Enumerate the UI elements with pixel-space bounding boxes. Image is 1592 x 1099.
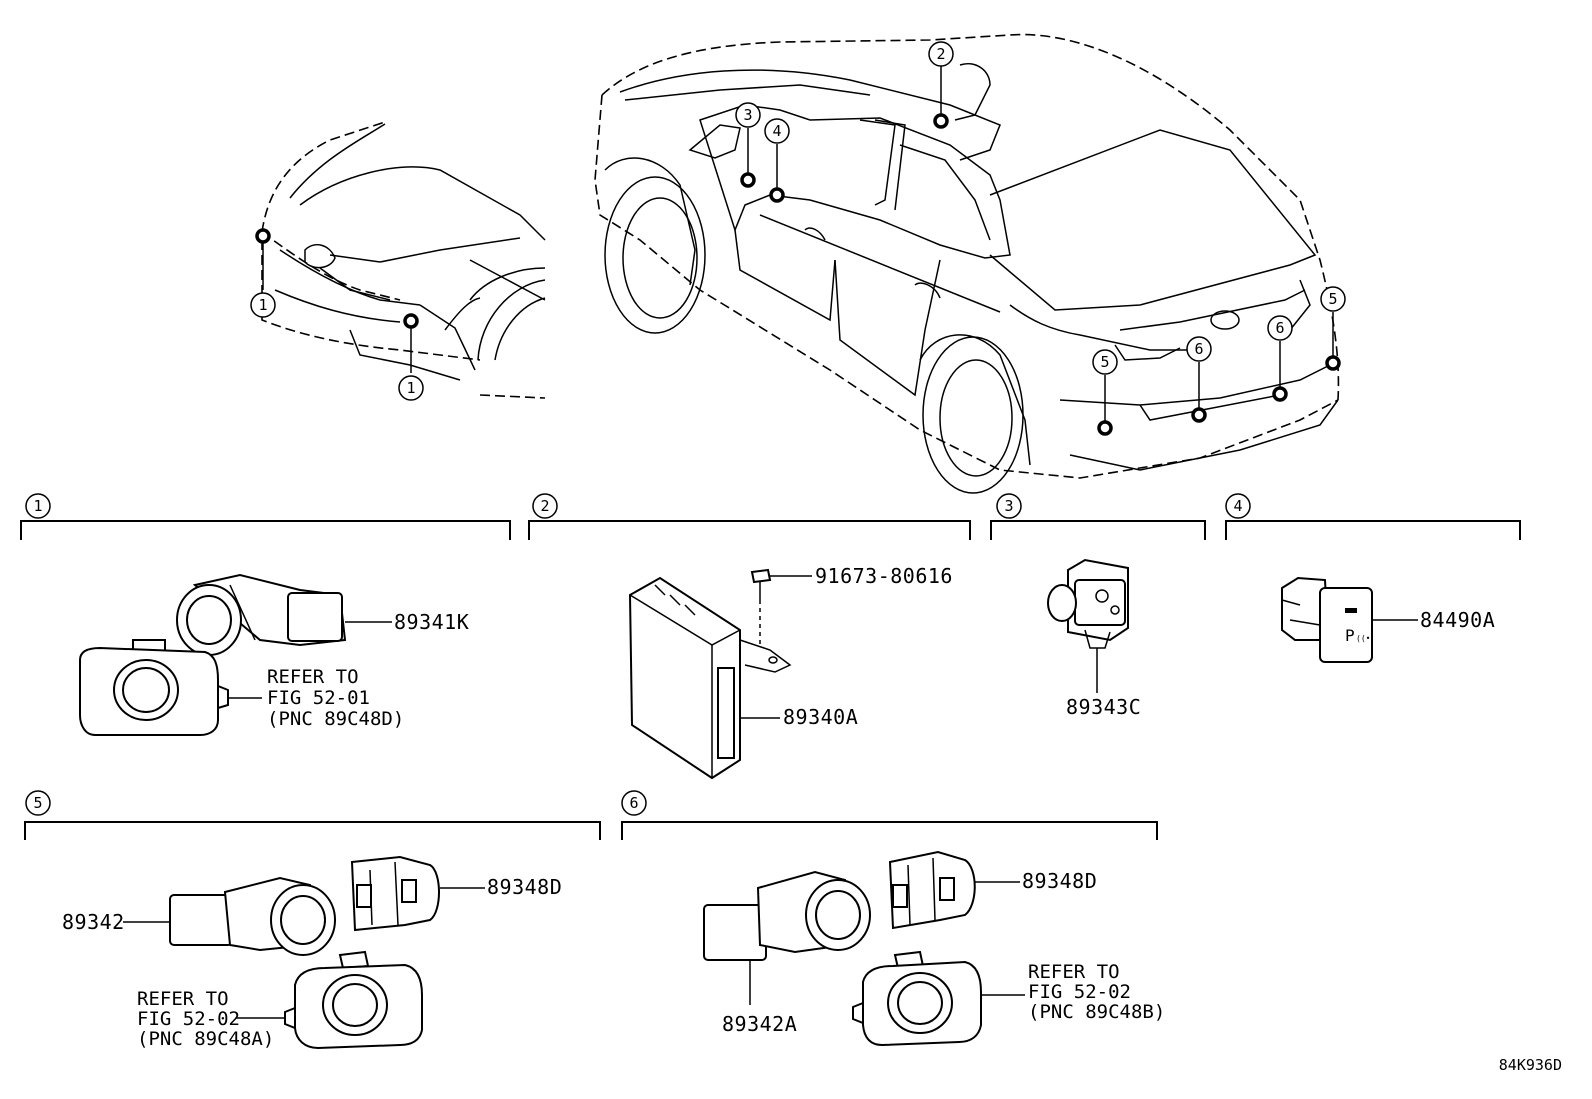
callout-1a: 1 <box>258 296 267 314</box>
part-89341k: 89341K <box>394 610 469 634</box>
switch-84490a-drawing: P ((• <box>1281 576 1373 663</box>
sensor-89342a-drawing <box>703 870 871 961</box>
ecu-89340a-drawing <box>628 576 792 780</box>
part-89348d-s6: 89348D <box>1022 869 1097 893</box>
refer-1-line2: FIG 52-01 <box>267 687 370 709</box>
section-2-number: 2 <box>540 497 549 515</box>
refer-6-line3: (PNC 89C48B) <box>1028 1001 1165 1023</box>
part-89343c: 89343C <box>1066 695 1141 719</box>
callout-4: 4 <box>772 122 781 140</box>
refer-5-line1: REFER TO <box>137 988 229 1010</box>
sensor-89342-drawing <box>169 876 336 956</box>
section-6-number: 6 <box>629 794 638 812</box>
part-89342a: 89342A <box>722 1012 797 1036</box>
switch-89343c-drawing <box>1047 558 1129 649</box>
retainer-89348d-s5-drawing <box>350 855 440 932</box>
retainer-89348d-s6-drawing <box>888 850 976 930</box>
callout-3: 3 <box>743 106 752 124</box>
bolt-drawing <box>750 568 772 645</box>
callout-5b: 5 <box>1328 290 1337 308</box>
section-3: 3 89343C <box>990 493 1206 719</box>
part-89348d-s5: 89348D <box>487 875 562 899</box>
part-89342: 89342 <box>62 910 125 934</box>
section-6: 6 89342A 89348D REFER TO FIG <box>621 790 1165 1047</box>
bezel-52-02-s6-drawing <box>852 950 982 1047</box>
section-4-number: 4 <box>1233 497 1242 515</box>
section-1-number: 1 <box>33 497 42 515</box>
section-1: 1 89341K REFER TO FIG 52-01 (PNC 89C48D) <box>20 493 511 736</box>
refer-6-line1: REFER TO <box>1028 961 1120 983</box>
section-5-number: 5 <box>33 794 42 812</box>
refer-1-line1: REFER TO <box>267 666 359 688</box>
refer-6-line2: FIG 52-02 <box>1028 981 1131 1003</box>
bezel-52-01-drawing <box>79 639 229 736</box>
section-3-number: 3 <box>1004 497 1013 515</box>
switch-sonar-glyph: ((• <box>1356 634 1370 643</box>
bezel-52-02-s5-drawing <box>284 950 423 1050</box>
switch-p-glyph: P <box>1345 626 1355 645</box>
part-91673-80616: 91673-80616 <box>815 564 953 588</box>
refer-1-line3: (PNC 89C48D) <box>267 708 404 730</box>
sensor-89341k-drawing <box>176 573 347 656</box>
figure-code: 84K936D <box>1499 1056 1562 1074</box>
callout-1b: 1 <box>406 379 415 397</box>
refer-5-line2: FIG 52-02 <box>137 1008 240 1030</box>
part-84490a: 84490A <box>1420 608 1495 632</box>
section-5: 5 89342 89348D REFER TO FIG <box>24 790 601 1050</box>
callout-2: 2 <box>936 45 945 63</box>
refer-5-line3: (PNC 89C48A) <box>137 1028 274 1050</box>
section-2: 2 91673-80616 89340A <box>528 493 971 780</box>
section-4: 4 P ((• 84490A <box>1225 493 1521 663</box>
rear-car-illustration: 2 3 4 5 6 6 5 <box>594 33 1346 494</box>
callout-6a: 6 <box>1194 340 1203 358</box>
front-car-illustration: 1 1 <box>250 121 546 401</box>
callout-5a: 5 <box>1100 353 1109 371</box>
part-89340a: 89340A <box>783 705 858 729</box>
callout-6b: 6 <box>1275 319 1284 337</box>
